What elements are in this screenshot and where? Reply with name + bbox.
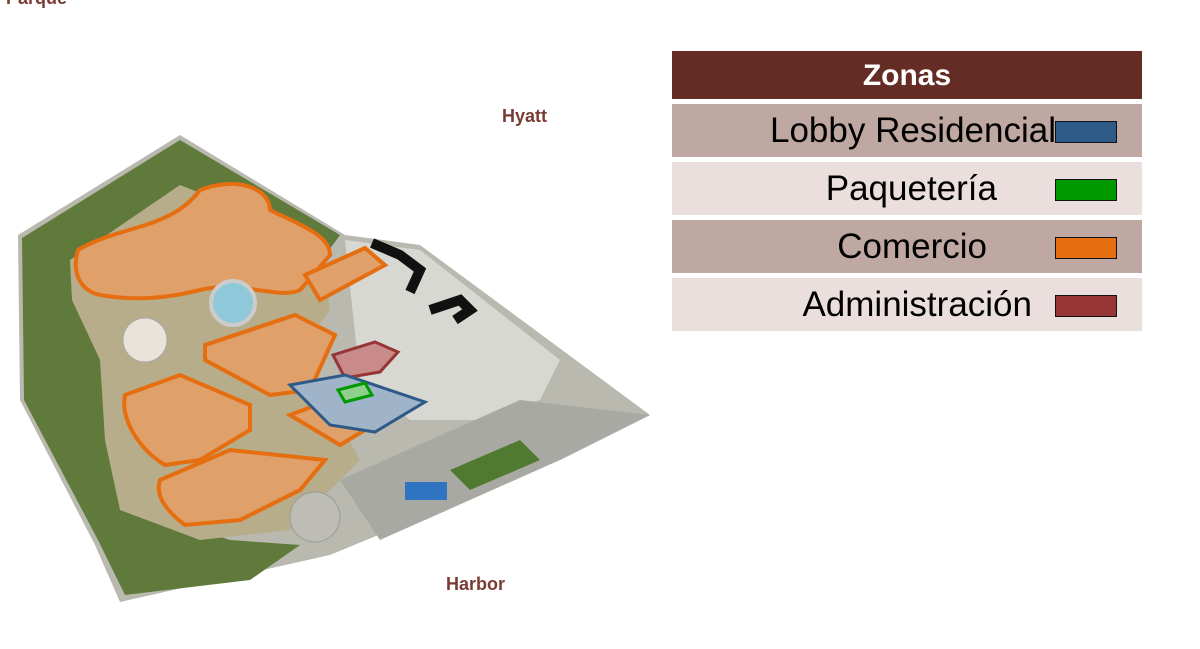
legend-item-label: Paquetería	[825, 169, 997, 208]
label-hyatt: Hyatt	[502, 106, 548, 126]
legend-item-lobby-residencial: Lobby Residencial	[672, 104, 1142, 157]
legend-item-label: Lobby Residencial	[769, 111, 1056, 150]
site-plan-render	[18, 135, 650, 602]
comercio-zones	[73, 181, 389, 528]
legend-item-paqueteria: Paquetería	[672, 162, 1142, 215]
legend-title: Zonas	[672, 51, 1142, 99]
legend-swatch-red	[1055, 295, 1117, 317]
legend-swatch-orange	[1055, 237, 1117, 259]
legend-item-comercio: Comercio	[672, 220, 1142, 273]
legend-swatch-green	[1055, 179, 1117, 201]
parking-accessible	[405, 482, 447, 500]
green-strip	[450, 440, 540, 490]
lobby-residencial-zone	[286, 373, 429, 434]
legend-swatch-blue	[1055, 121, 1117, 143]
legend-item-administracion: Administración	[672, 278, 1142, 331]
fountain	[209, 279, 257, 327]
paqueteria-zone	[335, 381, 375, 404]
label-harbor: Harbor	[446, 574, 506, 594]
building-block	[345, 240, 560, 420]
pavilion	[122, 317, 168, 363]
black-wall	[370, 238, 478, 325]
zones-legend: Zonas Lobby Residencial Paquetería Comer…	[672, 51, 1142, 331]
legend-item-label: Administración	[802, 285, 1032, 324]
label-parque: Parque	[6, 0, 67, 9]
roundabout	[289, 491, 341, 543]
legend-item-label: Comercio	[837, 227, 987, 266]
